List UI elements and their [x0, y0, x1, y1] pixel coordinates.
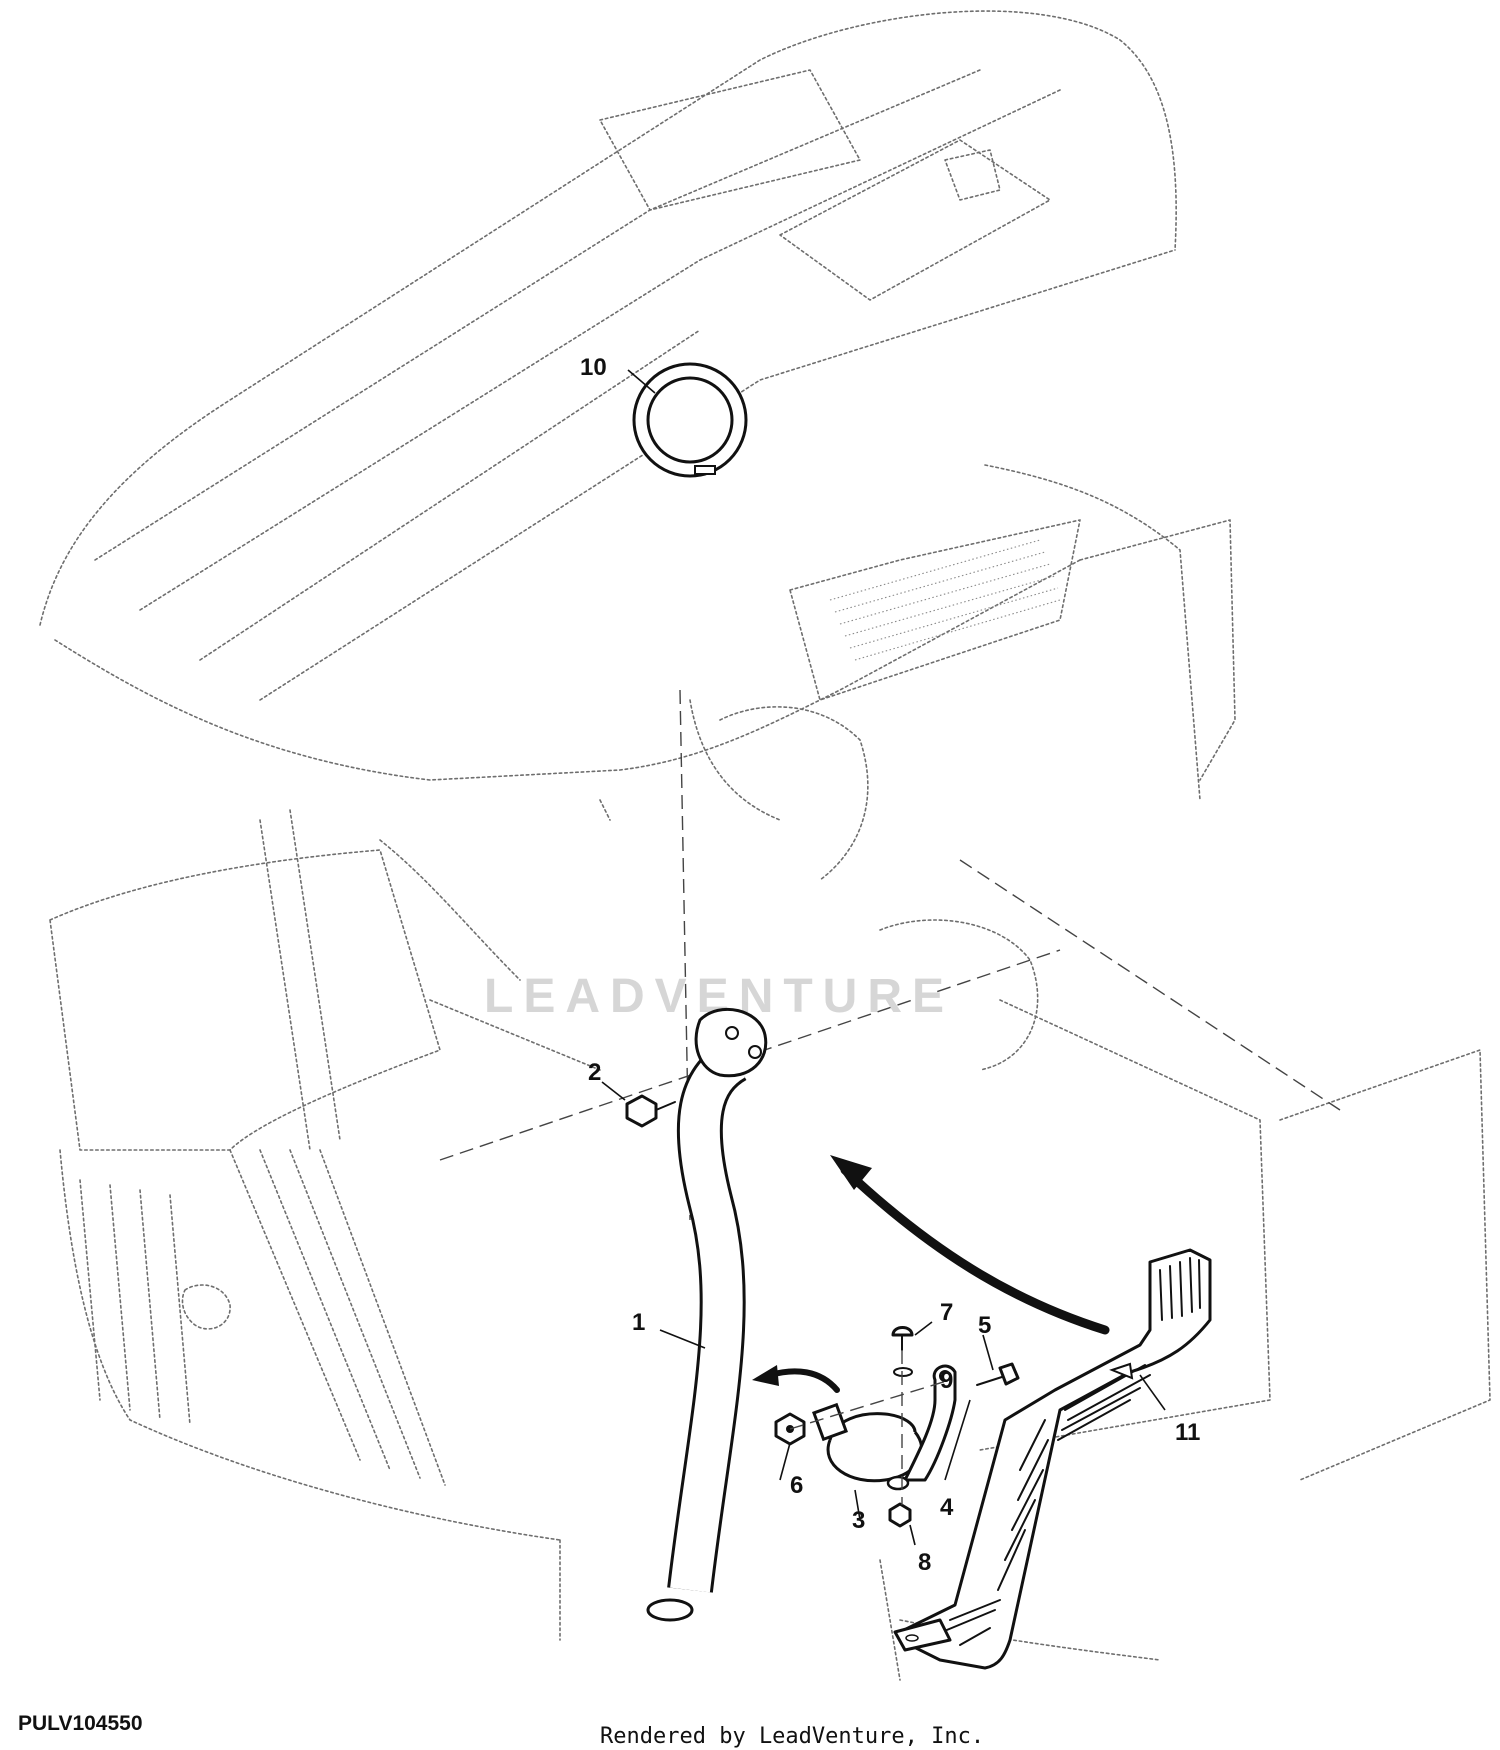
machine-ghost-outline — [39, 10, 1491, 1681]
callout-4: 4 — [940, 1494, 954, 1521]
ring-part-10 — [632, 362, 748, 478]
callout-5: 5 — [978, 1312, 991, 1339]
callout-labels: 1 2 3 4 5 6 7 8 9 10 11 — [580, 354, 1200, 1576]
callout-1: 1 — [632, 1309, 645, 1336]
washer-part-9 — [893, 1367, 913, 1377]
install-arrow-clamp — [752, 1365, 840, 1393]
bolt-part-2 — [625, 1094, 676, 1128]
nut-part-8 — [888, 1502, 912, 1528]
bolt-part-5 — [976, 1362, 1020, 1386]
exhaust-pipe-part-1 — [646, 1007, 768, 1622]
install-arrow-step — [830, 1155, 1110, 1335]
callout-7: 7 — [940, 1299, 953, 1326]
leader-lines — [601, 369, 1166, 1546]
callout-10: 10 — [580, 354, 607, 381]
callout-6: 6 — [790, 1472, 803, 1499]
screw-part-7 — [891, 1326, 914, 1351]
callout-8: 8 — [918, 1549, 931, 1576]
callout-2: 2 — [588, 1059, 601, 1086]
callout-3: 3 — [852, 1507, 865, 1534]
step-plate-part-11 — [893, 1248, 1212, 1670]
figure-id: PULV104550 — [18, 1712, 143, 1735]
callout-11: 11 — [1175, 1419, 1200, 1446]
render-credit: Rendered by LeadVenture, Inc. — [600, 1724, 984, 1749]
bracket-part-4 — [886, 1364, 957, 1491]
callout-9: 9 — [940, 1367, 953, 1394]
